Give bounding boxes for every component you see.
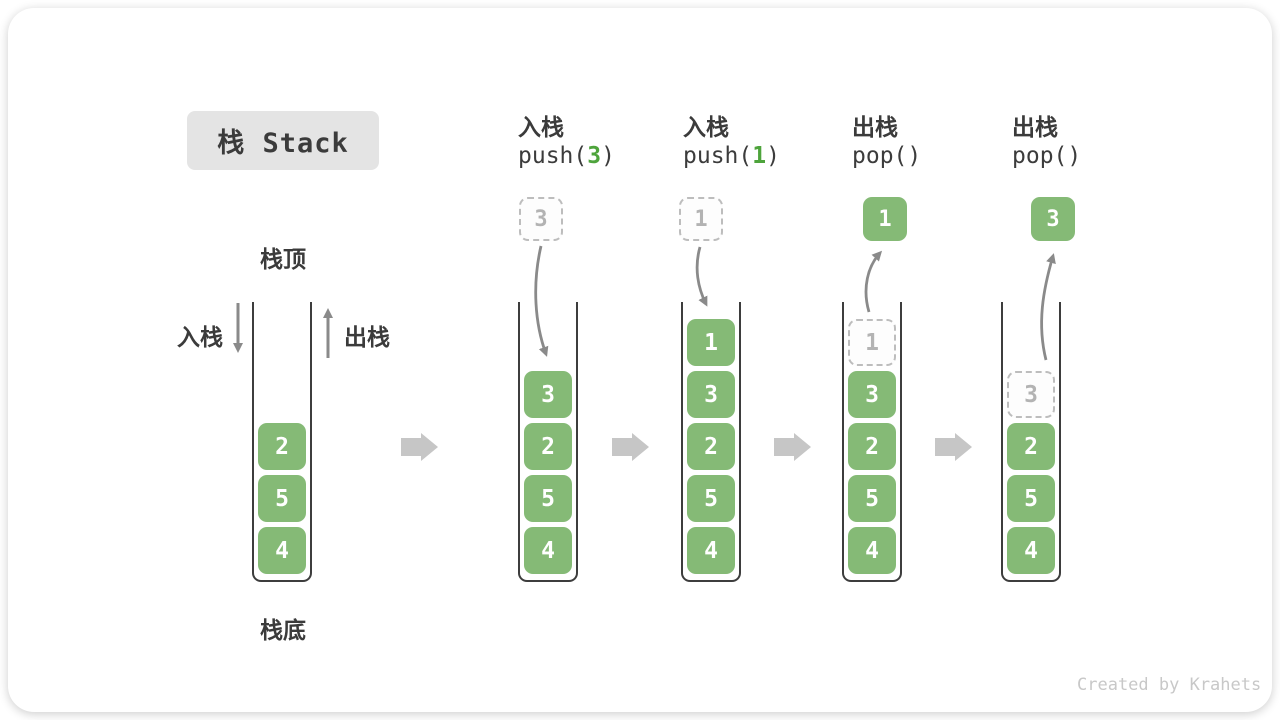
- stack-cell: 3: [687, 371, 735, 418]
- step-op-label: 出栈: [1012, 115, 1058, 141]
- code-text: ): [1067, 143, 1082, 169]
- push-side-label: 入栈: [177, 325, 223, 351]
- code-arg: 3: [587, 143, 602, 169]
- stack-cell: 2: [258, 423, 306, 470]
- popped-value-box: 3: [1031, 197, 1075, 241]
- title-badge: 栈 Stack: [187, 111, 379, 170]
- watermark: Created by Krahets: [1077, 675, 1262, 695]
- code-text: pop(: [1012, 143, 1068, 169]
- code-text: push(: [683, 143, 753, 169]
- code-text: ): [907, 143, 922, 169]
- code-text: ): [601, 143, 615, 169]
- stack-cell: 5: [687, 475, 735, 522]
- step-code-label: push(1): [683, 143, 780, 169]
- pop-side-label: 出栈: [344, 325, 390, 351]
- stack-cell: 4: [848, 527, 896, 574]
- stack-cell: 5: [258, 475, 306, 522]
- stack-cell: 4: [1007, 527, 1055, 574]
- stack-container-step3: [842, 302, 902, 582]
- stack-cell: 5: [524, 475, 572, 522]
- step-code-label: push(3): [518, 143, 615, 169]
- stack-cell: 3: [848, 371, 896, 418]
- stack-container-step2: [681, 302, 741, 582]
- stack-cell: 2: [687, 423, 735, 470]
- stack-top-label: 栈顶: [260, 247, 306, 273]
- step-code-label: pop(): [852, 143, 921, 169]
- step-code-label: pop(): [1012, 143, 1081, 169]
- incoming-value-box: 3: [519, 197, 563, 241]
- stack-container-step4: [1001, 302, 1061, 582]
- stack-cell: 2: [1007, 423, 1055, 470]
- stack-cell: 5: [1007, 475, 1055, 522]
- step-op-label: 出栈: [852, 115, 898, 141]
- stack-bottom-label: 栈底: [260, 618, 306, 644]
- stack-container-initial: [252, 302, 312, 582]
- code-arg: 1: [752, 143, 767, 169]
- step-op-label: 入栈: [683, 115, 729, 141]
- stack-cell: 3: [524, 371, 572, 418]
- step-op-label: 入栈: [518, 115, 564, 141]
- stack-cell: 4: [687, 527, 735, 574]
- stack-cell: 4: [258, 527, 306, 574]
- stack-cell-removed: 3: [1007, 371, 1055, 418]
- stack-cell: 4: [524, 527, 572, 574]
- stack-cell: 5: [848, 475, 896, 522]
- incoming-value-box: 1: [679, 197, 723, 241]
- stack-cell-removed: 1: [848, 319, 896, 366]
- stack-cell: 2: [524, 423, 572, 470]
- code-text: pop(: [852, 143, 908, 169]
- stack-cell: 1: [687, 319, 735, 366]
- stack-container-step1: [518, 302, 578, 582]
- popped-value-box: 1: [863, 197, 907, 241]
- code-text: push(: [518, 143, 588, 169]
- code-text: ): [766, 143, 780, 169]
- stack-cell: 2: [848, 423, 896, 470]
